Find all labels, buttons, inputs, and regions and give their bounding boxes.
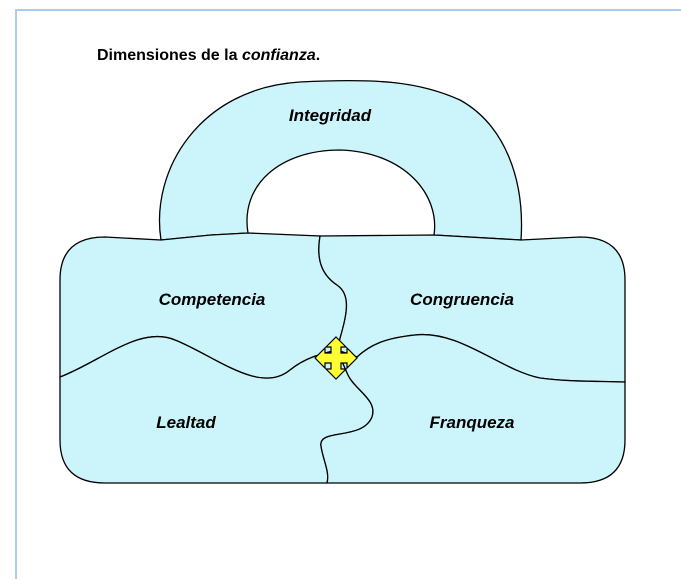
four-way-move-arrows-icon [314,336,358,380]
diagram-title: Dimensiones de la confianza. [97,47,321,64]
slide-frame [15,9,681,579]
label-integridad: Integridad [289,106,372,125]
label-competencia: Competencia [159,290,266,309]
piece-franqueza [320,333,626,484]
label-franqueza: Franqueza [429,413,514,432]
label-congruencia: Congruencia [410,290,514,309]
label-lealtad: Lealtad [156,413,216,432]
piece-integridad [158,79,523,241]
